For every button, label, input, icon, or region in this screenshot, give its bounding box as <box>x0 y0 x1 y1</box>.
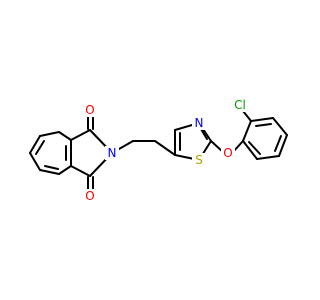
bond <box>70 165 91 177</box>
bond <box>44 165 59 170</box>
atom-label-n-imide: N <box>108 146 117 160</box>
bond <box>154 140 176 156</box>
bonds <box>29 110 288 191</box>
atom-label-background <box>221 146 235 160</box>
bond <box>242 110 252 122</box>
bond <box>256 155 280 160</box>
structure-diagram: O N O N S O Cl <box>29 98 288 203</box>
atom-label-background <box>105 146 119 160</box>
atom-labels: O N O N S O Cl <box>83 98 251 203</box>
atom-label-o-top: O <box>85 103 94 117</box>
atom-label-background <box>192 153 206 167</box>
atom-o-bottom: O <box>83 189 97 203</box>
bond <box>39 169 60 175</box>
bond <box>29 135 41 154</box>
atom-label-background <box>192 116 206 130</box>
bond <box>278 134 288 157</box>
bond <box>200 128 208 140</box>
atom-label-background <box>229 98 251 112</box>
bond <box>58 165 72 175</box>
bond <box>39 131 60 137</box>
atom-label-background <box>83 189 97 203</box>
atom-cl: Cl <box>229 98 251 112</box>
atom-s-thiazole: S <box>192 153 206 167</box>
atom-o-ether: O <box>221 146 235 160</box>
bond <box>272 117 288 136</box>
atom-label-cl: Cl <box>234 98 246 112</box>
atom-o-top: O <box>83 103 97 117</box>
bond <box>242 140 258 160</box>
bond <box>242 120 252 142</box>
bond <box>35 140 45 155</box>
bond <box>70 129 91 141</box>
molecule-canvas: O N O N S O Cl <box>29 98 288 203</box>
bond <box>274 135 282 152</box>
atom-label-o-bottom: O <box>85 189 94 203</box>
bond <box>58 131 72 141</box>
bond <box>248 141 261 155</box>
atom-n-imide: N <box>105 146 119 160</box>
bond <box>255 123 272 127</box>
atom-label-o-ether: O <box>223 146 232 160</box>
bond <box>29 152 41 171</box>
bond <box>250 117 274 122</box>
atom-label-background <box>83 103 97 117</box>
atom-label-n-thiazole: N <box>195 116 204 130</box>
atom-label-s-thiazole: S <box>195 153 203 167</box>
atom-n-thiazole: N <box>192 116 206 130</box>
